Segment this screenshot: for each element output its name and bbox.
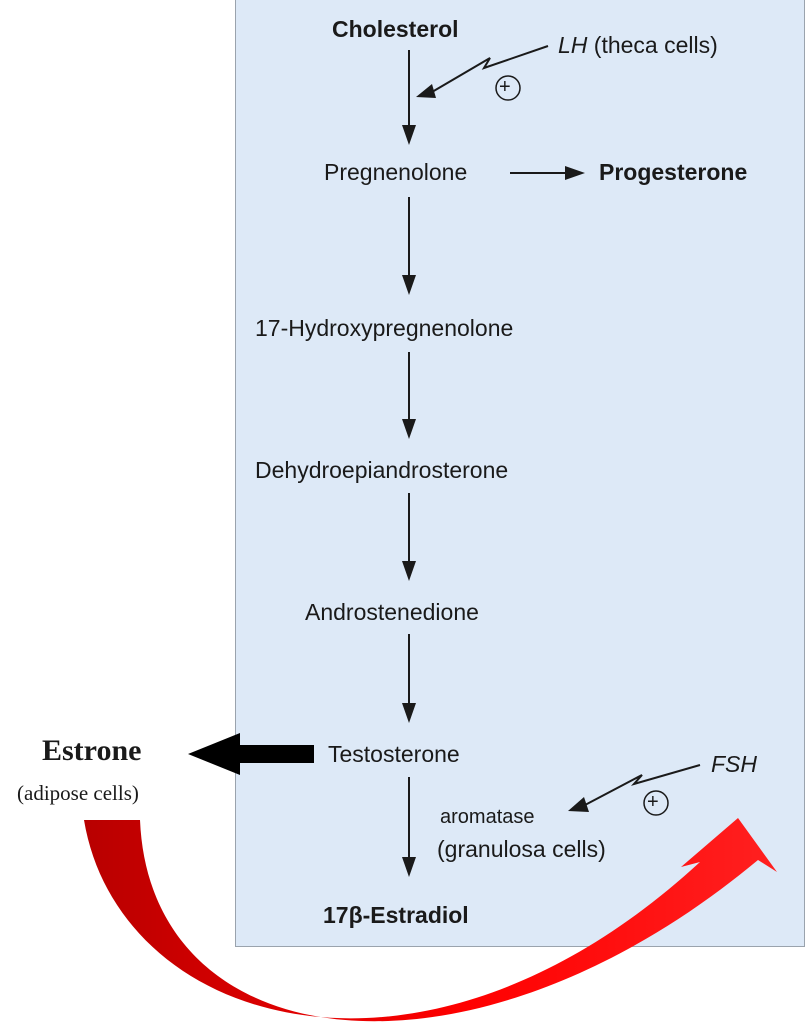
lh-cells-label: (theca cells): [593, 32, 718, 58]
fsh-label: FSH: [711, 751, 757, 777]
granulosa-cells-label: (granulosa cells): [437, 836, 606, 862]
testosterone-to-estrone-arrow: [188, 733, 314, 775]
lh-regulator: LH (theca cells): [558, 34, 718, 57]
lh-stimulation-arrow: [431, 45, 549, 93]
fsh-plus-circle: [643, 790, 669, 816]
pregnenolone-label: Pregnenolone: [324, 159, 468, 185]
fsh-plus-sign: +: [647, 791, 659, 813]
lh-plus-sign: +: [499, 76, 511, 98]
dhea-label: Dehydroepiandrosterone: [255, 457, 509, 483]
fsh-stimulation-arrow: [584, 764, 701, 806]
pathway-panel: [235, 0, 805, 947]
androstenedione-label: Androstenedione: [305, 599, 479, 625]
hydroxypregnenolone-label: 17-Hydroxypregnenolone: [255, 315, 514, 341]
progesterone-label: Progesterone: [599, 159, 748, 185]
cholesterol-label: Cholesterol: [332, 16, 459, 42]
estrone-label: Estrone: [42, 734, 142, 767]
estrone-feedback-red-arrow: [84, 818, 777, 1022]
testosterone-label: Testosterone: [328, 741, 460, 767]
lh-label: LH: [558, 32, 588, 58]
aromatase-label: aromatase: [440, 806, 535, 828]
estradiol-label: 17β-Estradiol: [323, 902, 469, 928]
adipose-cells-label: (adipose cells): [17, 781, 139, 805]
lh-plus-circle: [495, 75, 521, 101]
